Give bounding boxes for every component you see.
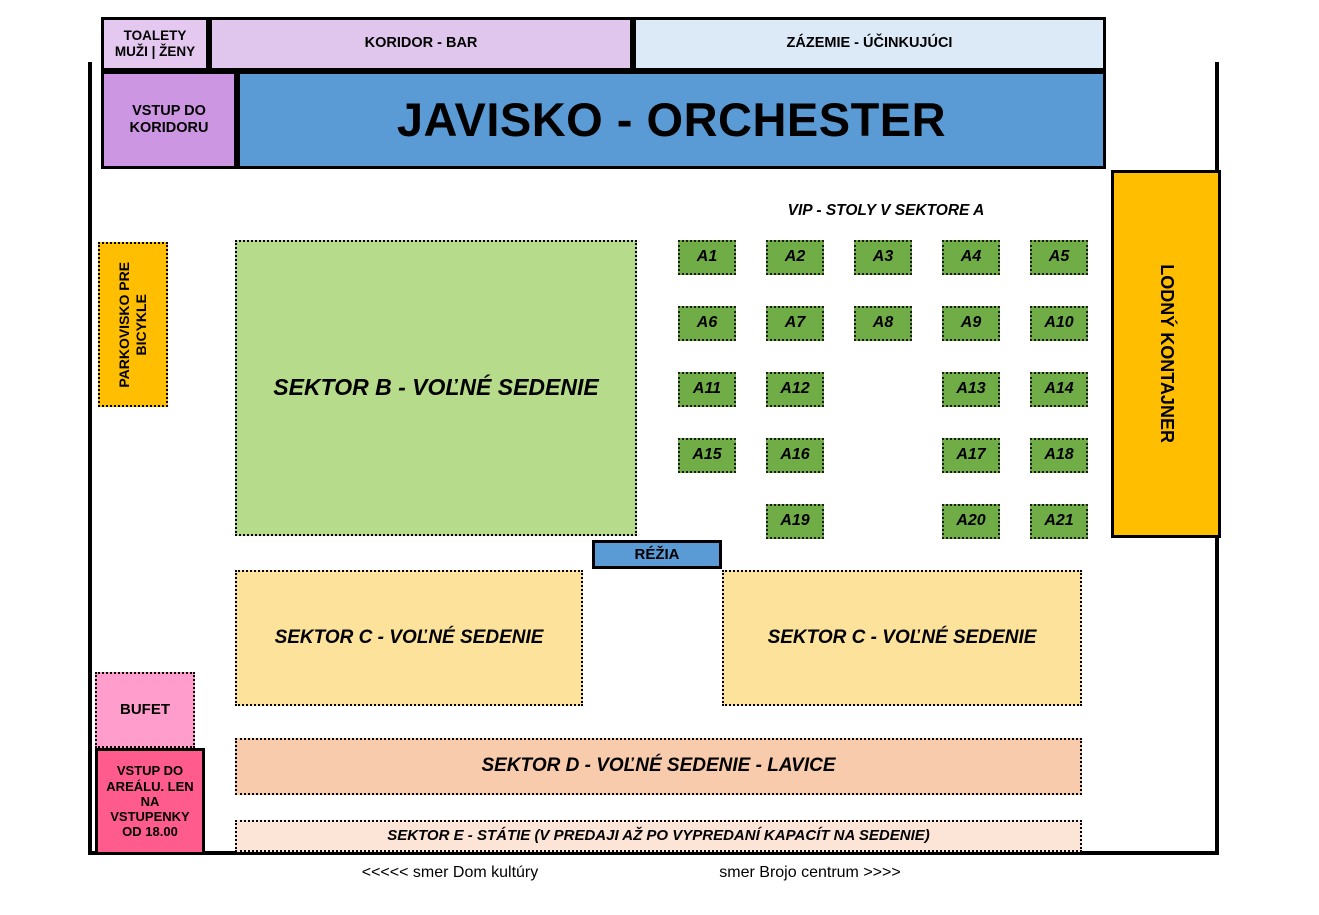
buffet-label: BUFET bbox=[120, 701, 170, 719]
vip-table-a20[interactable]: A20 bbox=[942, 504, 1000, 539]
vip-table-label: A21 bbox=[1044, 512, 1074, 530]
venue-entrance-label-line2: AREÁLU. LEN bbox=[106, 778, 194, 794]
toilets-label-line2: MUŽI | ŽENY bbox=[114, 44, 196, 59]
zone-stage-orchestra[interactable]: JAVISKO - ORCHESTER bbox=[237, 71, 1106, 169]
vip-table-a12[interactable]: A12 bbox=[766, 372, 824, 407]
sector-b-label: SEKTOR B - VOĽNÉ SEDENIE bbox=[273, 374, 599, 401]
direction-right: smer Brojo centrum >>>> bbox=[660, 860, 960, 886]
sector-e-label: SEKTOR E - STÁTIE (V PREDAJI AŽ PO VYPRE… bbox=[387, 827, 930, 845]
corridor-bar-label: KORIDOR - BAR bbox=[364, 35, 478, 52]
vip-table-label: A20 bbox=[956, 512, 986, 530]
corridor-entrance-label-line1: VSTUP DO bbox=[132, 102, 206, 119]
zone-shipping-container[interactable]: LODNÝ KONTAJNER bbox=[1111, 170, 1221, 538]
vip-table-a9[interactable]: A9 bbox=[942, 306, 1000, 341]
zone-venue-entrance[interactable]: VSTUP DO AREÁLU. LEN NA VSTUPENKY OD 18.… bbox=[95, 748, 205, 855]
direction-left-label: <<<<< smer Dom kultúry bbox=[361, 863, 539, 881]
venue-bottom-divider bbox=[88, 851, 1219, 855]
bicycle-parking-label-line2: BICYKLE bbox=[133, 293, 150, 356]
vip-table-label: A10 bbox=[1044, 314, 1074, 332]
vip-table-label: A11 bbox=[692, 380, 722, 398]
vip-table-label: A4 bbox=[960, 248, 982, 266]
vip-table-a16[interactable]: A16 bbox=[766, 438, 824, 473]
vip-table-a21[interactable]: A21 bbox=[1030, 504, 1088, 539]
venue-entrance-label-line5: OD 18.00 bbox=[122, 824, 178, 840]
vip-table-label: A14 bbox=[1044, 380, 1074, 398]
production-booth-label: RÉŽIA bbox=[634, 545, 680, 563]
vip-table-a10[interactable]: A10 bbox=[1030, 306, 1088, 341]
zone-sector-b[interactable]: SEKTOR B - VOĽNÉ SEDENIE bbox=[235, 240, 637, 536]
zone-bicycle-parking[interactable]: PARKOVISKO PRE BICYKLE bbox=[98, 242, 168, 407]
toilets-label-line1: TOALETY bbox=[123, 28, 187, 44]
vip-table-label: A6 bbox=[696, 314, 718, 332]
vip-table-label: A15 bbox=[692, 446, 722, 464]
sector-c-left-label: SEKTOR C - VOĽNÉ SEDENIE bbox=[274, 626, 544, 648]
vip-table-a14[interactable]: A14 bbox=[1030, 372, 1088, 407]
bicycle-parking-label-line1: PARKOVISKO PRE bbox=[116, 261, 133, 388]
vip-table-label: A19 bbox=[780, 512, 810, 530]
zone-sector-c-left[interactable]: SEKTOR C - VOĽNÉ SEDENIE bbox=[235, 570, 583, 706]
zone-backstage[interactable]: ZÁZEMIE - ÚČINKUJÚCI bbox=[633, 17, 1106, 71]
vip-table-a18[interactable]: A18 bbox=[1030, 438, 1088, 473]
vip-table-a5[interactable]: A5 bbox=[1030, 240, 1088, 275]
zone-corridor-entrance[interactable]: VSTUP DO KORIDORU bbox=[101, 71, 237, 169]
vip-table-a17[interactable]: A17 bbox=[942, 438, 1000, 473]
corridor-entrance-label-line2: KORIDORU bbox=[129, 120, 209, 136]
vip-table-label: A1 bbox=[696, 248, 718, 266]
vip-table-a8[interactable]: A8 bbox=[854, 306, 912, 341]
vip-table-label: A17 bbox=[956, 446, 986, 464]
zone-corridor-bar[interactable]: KORIDOR - BAR bbox=[209, 17, 633, 71]
zone-sector-e[interactable]: SEKTOR E - STÁTIE (V PREDAJI AŽ PO VYPRE… bbox=[235, 820, 1082, 852]
zone-buffet[interactable]: BUFET bbox=[95, 672, 195, 748]
vip-table-label: A5 bbox=[1048, 248, 1070, 266]
vip-table-a4[interactable]: A4 bbox=[942, 240, 1000, 275]
backstage-label: ZÁZEMIE - ÚČINKUJÚCI bbox=[786, 35, 953, 52]
vip-table-label: A8 bbox=[872, 314, 894, 332]
stage-label: JAVISKO - ORCHESTER bbox=[396, 93, 947, 147]
venue-entrance-label-line1: VSTUP DO bbox=[116, 763, 184, 779]
venue-entrance-label-line3: NA bbox=[140, 793, 160, 809]
vip-table-a3[interactable]: A3 bbox=[854, 240, 912, 275]
vip-table-a11[interactable]: A11 bbox=[678, 372, 736, 407]
sector-c-right-label: SEKTOR C - VOĽNÉ SEDENIE bbox=[767, 626, 1037, 648]
vip-table-a2[interactable]: A2 bbox=[766, 240, 824, 275]
vip-section-title: VIP - STOLY V SEKTORE A bbox=[676, 198, 1096, 224]
venue-entrance-label-line4: VSTUPENKY bbox=[110, 809, 190, 825]
vip-table-a13[interactable]: A13 bbox=[942, 372, 1000, 407]
direction-left: <<<<< smer Dom kultúry bbox=[300, 860, 600, 886]
vip-table-a19[interactable]: A19 bbox=[766, 504, 824, 539]
zone-sector-d[interactable]: SEKTOR D - VOĽNÉ SEDENIE - LAVICE bbox=[235, 738, 1082, 795]
zone-sector-c-right[interactable]: SEKTOR C - VOĽNÉ SEDENIE bbox=[722, 570, 1082, 706]
vip-table-label: A16 bbox=[780, 446, 810, 464]
vip-table-label: A18 bbox=[1044, 446, 1074, 464]
vip-table-label: A3 bbox=[872, 248, 894, 266]
vip-table-label: A13 bbox=[956, 380, 986, 398]
vip-table-label: A9 bbox=[960, 314, 982, 332]
vip-table-label: A12 bbox=[780, 380, 810, 398]
vip-table-a15[interactable]: A15 bbox=[678, 438, 736, 473]
zone-toilets[interactable]: TOALETY MUŽI | ŽENY bbox=[101, 17, 209, 71]
sector-d-label: SEKTOR D - VOĽNÉ SEDENIE - LAVICE bbox=[481, 755, 836, 777]
zone-production-booth[interactable]: RÉŽIA bbox=[592, 540, 722, 569]
shipping-container-label: LODNÝ KONTAJNER bbox=[1156, 264, 1177, 444]
vip-table-label: A2 bbox=[784, 248, 806, 266]
vip-table-label: A7 bbox=[784, 314, 806, 332]
vip-table-a6[interactable]: A6 bbox=[678, 306, 736, 341]
vip-table-a7[interactable]: A7 bbox=[766, 306, 824, 341]
vip-title-label: VIP - STOLY V SEKTORE A bbox=[787, 201, 985, 219]
direction-right-label: smer Brojo centrum >>>> bbox=[719, 863, 901, 881]
vip-table-a1[interactable]: A1 bbox=[678, 240, 736, 275]
